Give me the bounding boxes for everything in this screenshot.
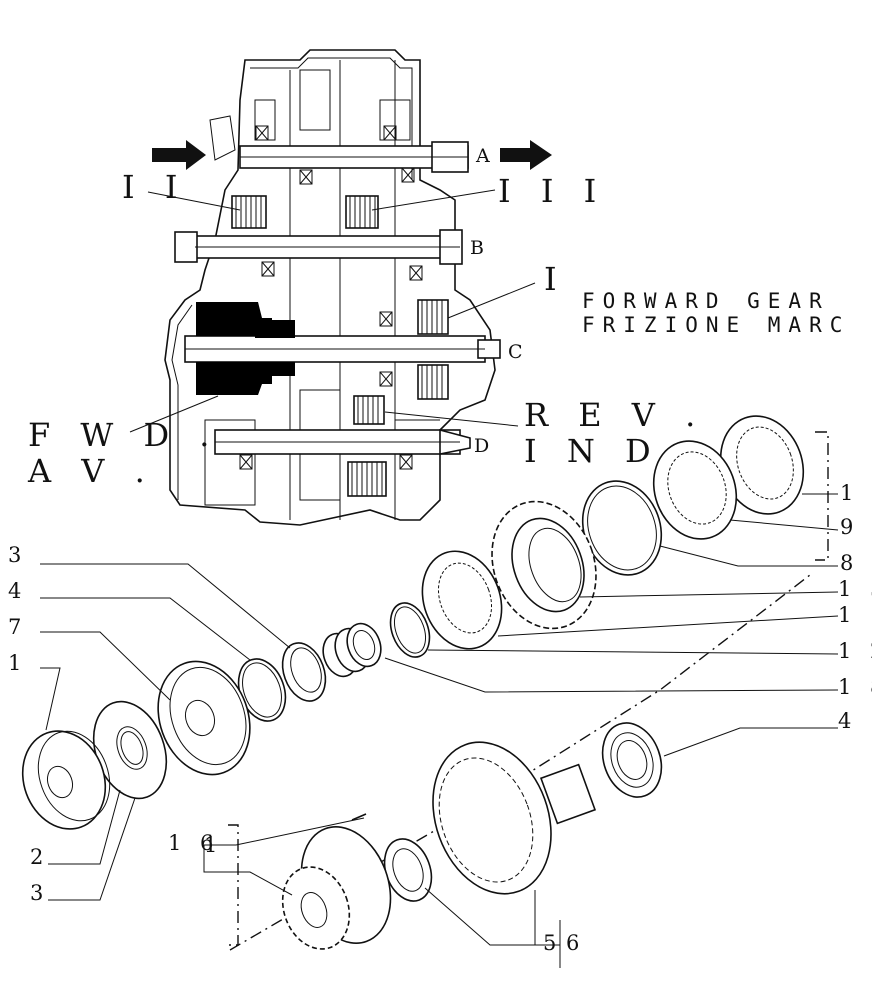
snap-ring-12 — [389, 602, 431, 658]
bearing-4-right — [601, 722, 663, 798]
callout-15: 1 5 — [838, 577, 872, 601]
fwd-label: F W D . — [28, 416, 219, 454]
callout-4-right: 4 — [838, 709, 857, 733]
caption-line-1: FORWARD GEAR — [582, 289, 830, 313]
shaft-label-b: B — [470, 237, 484, 259]
rev-label: R E V . — [524, 396, 705, 434]
gear-15 — [491, 500, 597, 630]
ring-gear-hub-6 — [432, 741, 597, 895]
callout-11: 1 1 — [838, 603, 872, 627]
callout-3-bottom: 3 — [30, 881, 49, 905]
output-arrow-icon — [500, 140, 552, 170]
callout-12: 1 2 — [838, 639, 872, 663]
sun-gear-16 — [281, 826, 392, 950]
shaft-label-d: D — [474, 435, 489, 457]
gear-label-iii: I I I — [498, 172, 606, 210]
pin-1 — [351, 813, 367, 821]
callout-3-top: 3 — [8, 543, 27, 567]
callout-9: 9 — [840, 515, 859, 539]
callout-1: 1 — [8, 651, 27, 675]
callout-7: 7 — [8, 615, 27, 639]
callout-8: 8 — [840, 551, 859, 575]
ring-3-upper — [281, 642, 327, 702]
callout-16: 1 6 — [168, 831, 219, 855]
gear-pack-rev — [347, 395, 387, 497]
piston-7 — [157, 660, 251, 776]
shaft-label-a: A — [475, 145, 490, 167]
callout-10: 1 0 — [840, 481, 872, 505]
caption-line-2: FRIZIONE MARC — [582, 313, 850, 337]
clutch-plate-9 — [652, 440, 738, 540]
input-arrow-icon — [152, 140, 206, 170]
washer-2 — [92, 700, 168, 800]
gear-pack-i — [417, 299, 449, 400]
shaft-label-c: C — [508, 341, 523, 363]
callout-2: 2 — [30, 845, 49, 869]
av-label: A V . — [27, 452, 155, 490]
clutch-disc-10 — [719, 415, 805, 515]
spring-18 — [322, 622, 382, 678]
gear-label-i: I — [544, 260, 567, 298]
callout-6: 6 — [566, 931, 585, 955]
callout-16-sub: 1 — [204, 833, 223, 857]
gear-pack-iii — [345, 195, 379, 229]
gear-label-ii: I I — [122, 168, 187, 206]
callout-18: 1 8 — [838, 675, 872, 699]
callout-leaders — [40, 493, 839, 968]
clutch-plate-11 — [421, 550, 503, 650]
transmission-section-view — [129, 49, 552, 526]
cover-1 — [21, 730, 111, 830]
callout-4-left: 4 — [8, 579, 27, 603]
gear-pack-ii — [231, 195, 267, 229]
callout-5: 5 — [543, 931, 562, 955]
